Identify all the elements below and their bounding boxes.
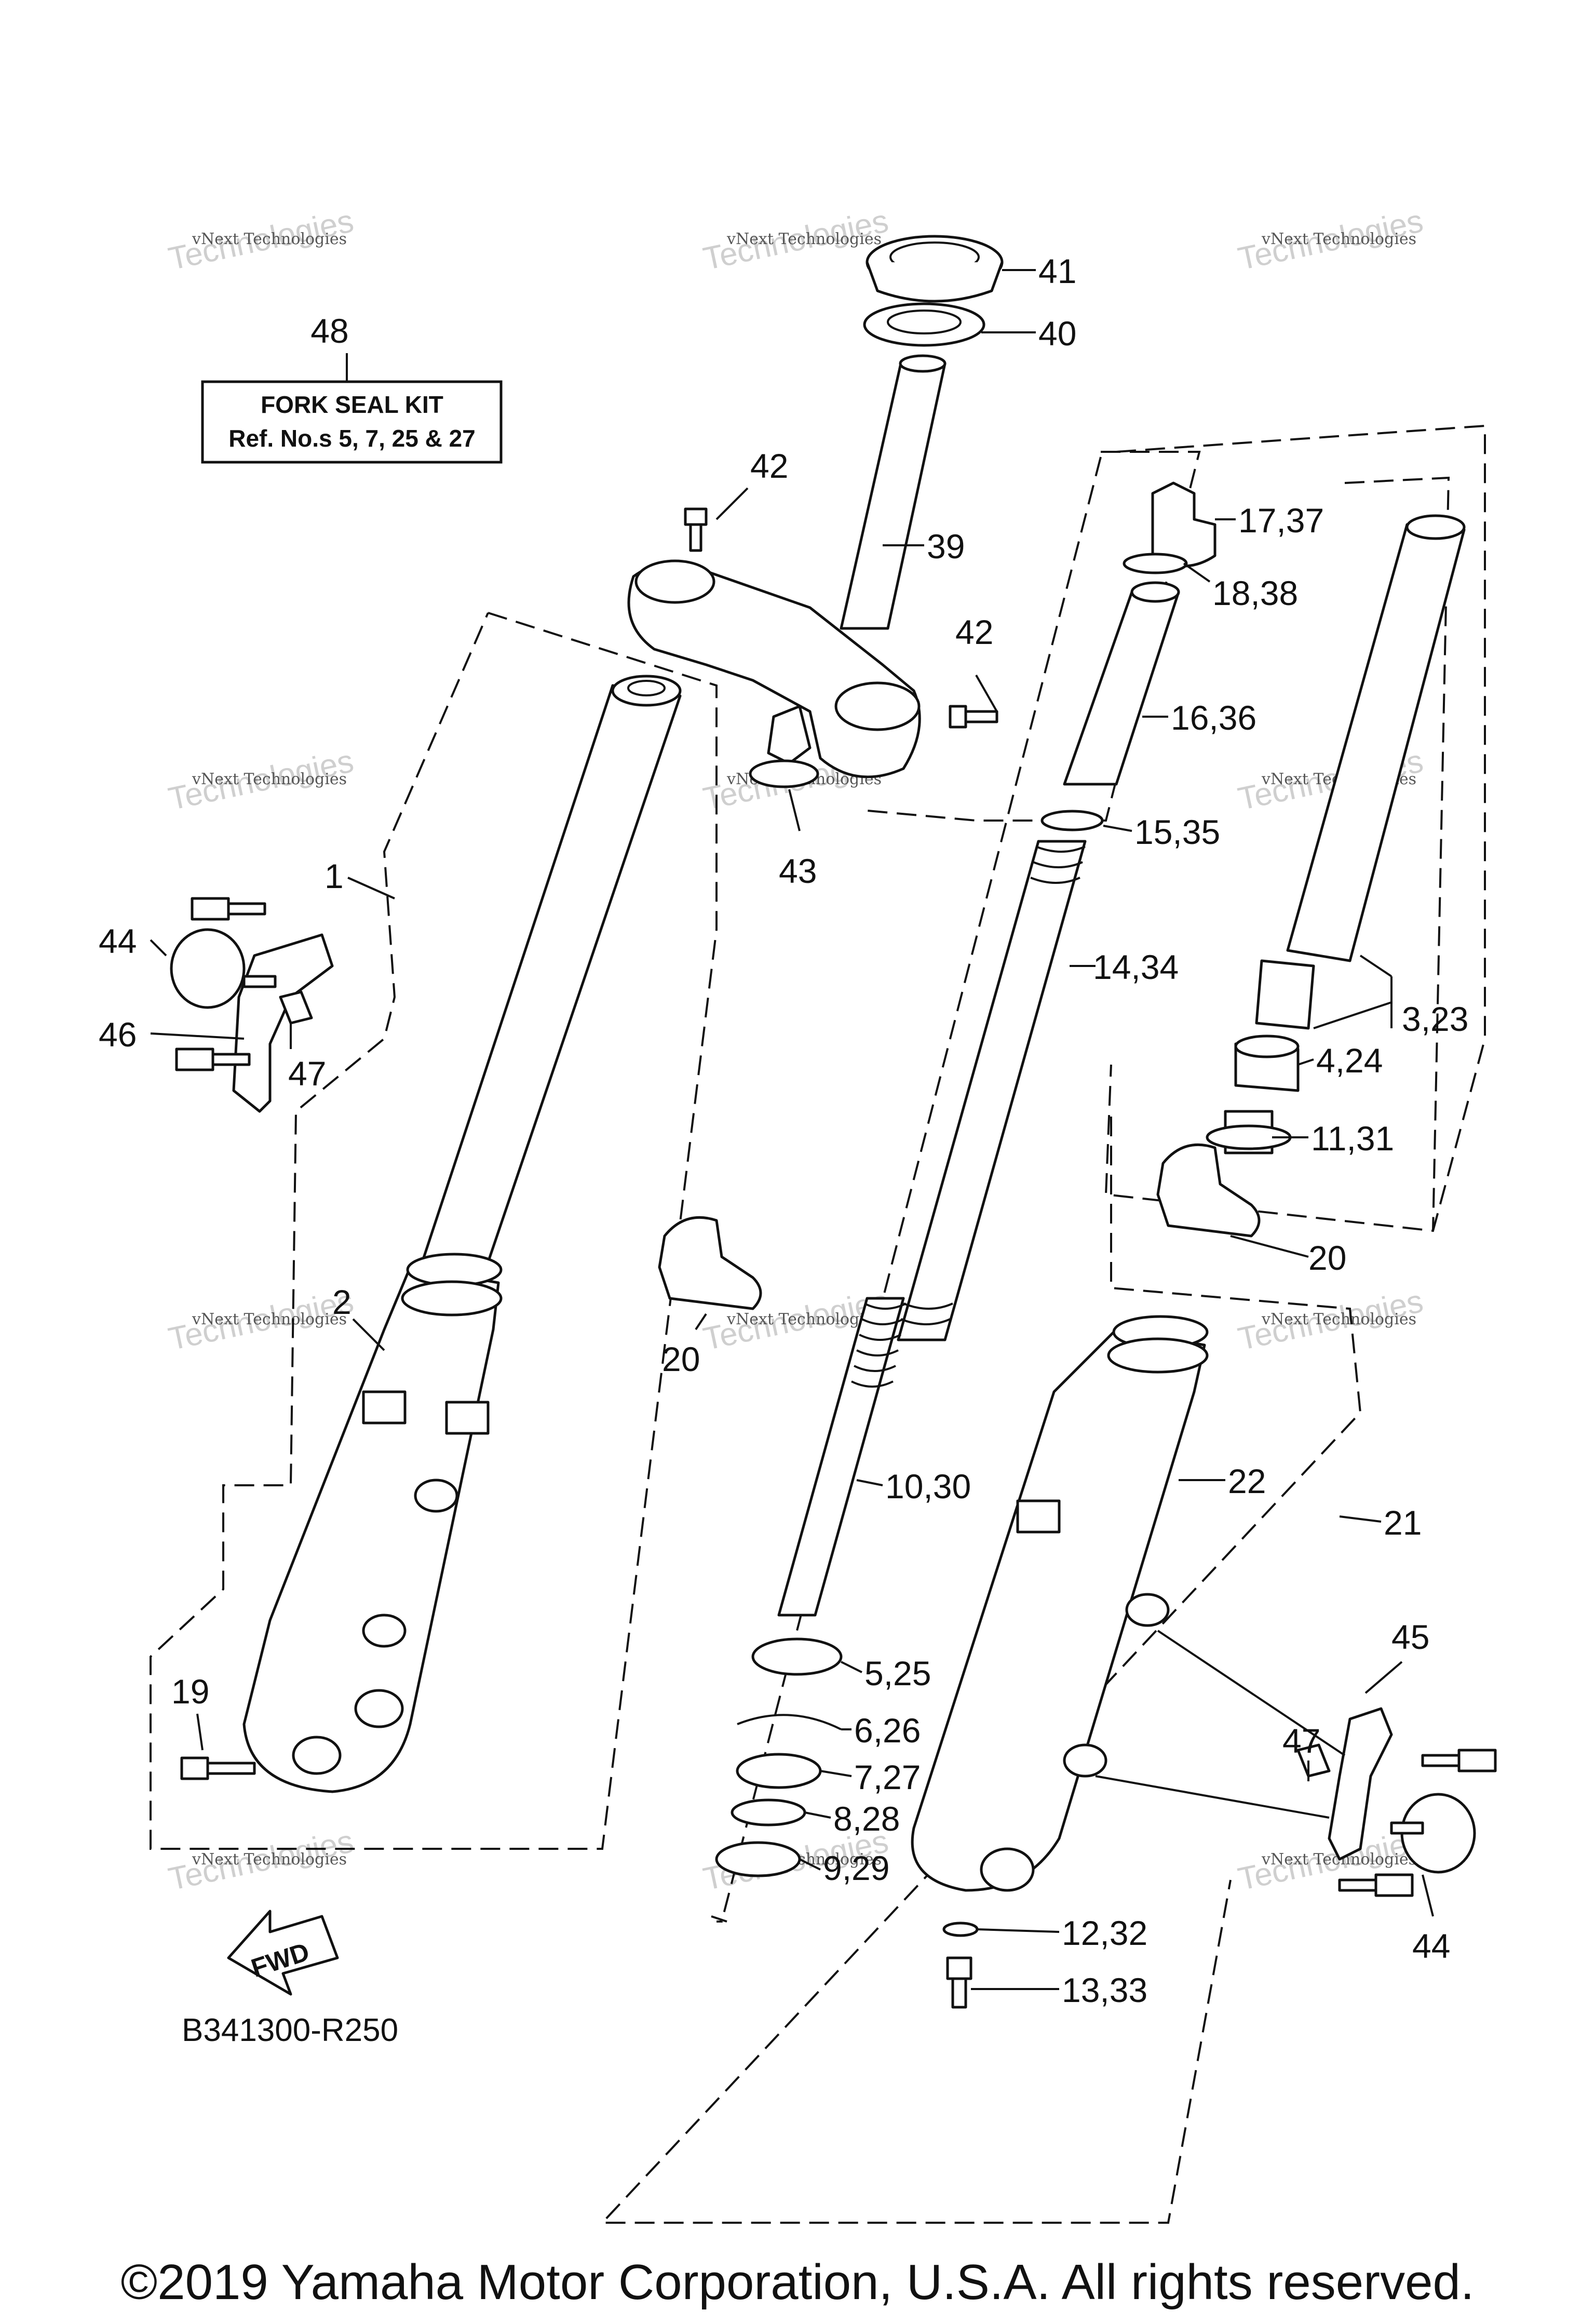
callout-7-27: 7,27 bbox=[854, 1758, 921, 1796]
callout-45: 45 bbox=[1391, 1618, 1429, 1656]
callout-20-right: 20 bbox=[1308, 1239, 1346, 1277]
svg-text:vNext Technologies: vNext Technologies bbox=[192, 770, 347, 788]
assembly-outlines bbox=[150, 424, 1486, 2224]
callout-46: 46 bbox=[99, 1015, 137, 1054]
callout-10-30: 10,30 bbox=[885, 1467, 971, 1506]
forward-arrow-icon: FWD bbox=[227, 1910, 339, 1996]
callout-8-28: 8,28 bbox=[833, 1799, 900, 1838]
svg-text:vNext Technologies: vNext Technologies bbox=[726, 1310, 882, 1328]
callout-3-23: 3,23 bbox=[1402, 1000, 1468, 1038]
callout-22: 22 bbox=[1228, 1462, 1266, 1500]
callout-47-right: 47 bbox=[1282, 1722, 1320, 1760]
callout-1: 1 bbox=[325, 857, 344, 895]
callout-40: 40 bbox=[1038, 314, 1076, 353]
svg-text:vNext Technologies: vNext Technologies bbox=[726, 230, 882, 248]
callout-16-36: 16,36 bbox=[1171, 698, 1256, 737]
callout-39: 39 bbox=[927, 527, 965, 566]
steering-stem-group bbox=[627, 235, 1216, 1341]
kit-box-title: FORK SEAL KIT bbox=[261, 391, 443, 418]
svg-text:vNext Technologies: vNext Technologies bbox=[192, 230, 347, 248]
fork-seal-kit-box: 48 FORK SEAL KIT Ref. No.s 5, 7, 25 & 27 bbox=[201, 312, 503, 464]
right-fork-assembly bbox=[658, 514, 1497, 2009]
svg-text:vNext Technologies: vNext Technologies bbox=[1261, 1310, 1416, 1328]
callout-20-left: 20 bbox=[662, 1340, 700, 1378]
callout-44-left: 44 bbox=[99, 922, 137, 960]
callout-41: 41 bbox=[1038, 252, 1076, 290]
callout-42-upper: 42 bbox=[750, 447, 788, 485]
svg-text:vNext Technologies: vNext Technologies bbox=[192, 1310, 347, 1328]
callout-19: 19 bbox=[171, 1672, 209, 1711]
callout-14-34: 14,34 bbox=[1093, 948, 1179, 986]
callout-12-32: 12,32 bbox=[1062, 1914, 1147, 1952]
diagram-code: B341300-R250 bbox=[182, 2012, 398, 2048]
callout-48: 48 bbox=[310, 312, 348, 350]
callout-44-right: 44 bbox=[1412, 1927, 1450, 1965]
left-fork-assembly bbox=[170, 675, 682, 1793]
callout-43: 43 bbox=[779, 852, 817, 890]
callout-6-26: 6,26 bbox=[854, 1711, 921, 1750]
svg-text:vNext Technologies: vNext Technologies bbox=[1261, 230, 1416, 248]
callout-5-25: 5,25 bbox=[864, 1654, 931, 1692]
callout-9-29: 9,29 bbox=[823, 1849, 889, 1887]
callout-15-35: 15,35 bbox=[1134, 813, 1220, 851]
callout-47-left: 47 bbox=[288, 1054, 326, 1093]
callout-13-33: 13,33 bbox=[1062, 1971, 1147, 2009]
callout-2: 2 bbox=[332, 1283, 352, 1321]
copyright-notice: ©2019 Yamaha Motor Corporation, U.S.A. A… bbox=[120, 2254, 1475, 2310]
callout-42-right: 42 bbox=[955, 613, 993, 651]
callout-4-24: 4,24 bbox=[1316, 1041, 1383, 1080]
svg-text:vNext Technologies: vNext Technologies bbox=[192, 1850, 347, 1869]
callouts: 41 40 42 39 42 17,37 18,38 16,36 15,35 4… bbox=[99, 252, 1468, 2009]
leader-lines bbox=[150, 269, 1434, 1990]
callout-11-31: 11,31 bbox=[1311, 1119, 1394, 1158]
kit-box-refs: Ref. No.s 5, 7, 25 & 27 bbox=[228, 425, 476, 452]
callout-21: 21 bbox=[1384, 1503, 1422, 1542]
callout-18-38: 18,38 bbox=[1212, 574, 1298, 612]
callout-17-37: 17,37 bbox=[1238, 501, 1324, 540]
